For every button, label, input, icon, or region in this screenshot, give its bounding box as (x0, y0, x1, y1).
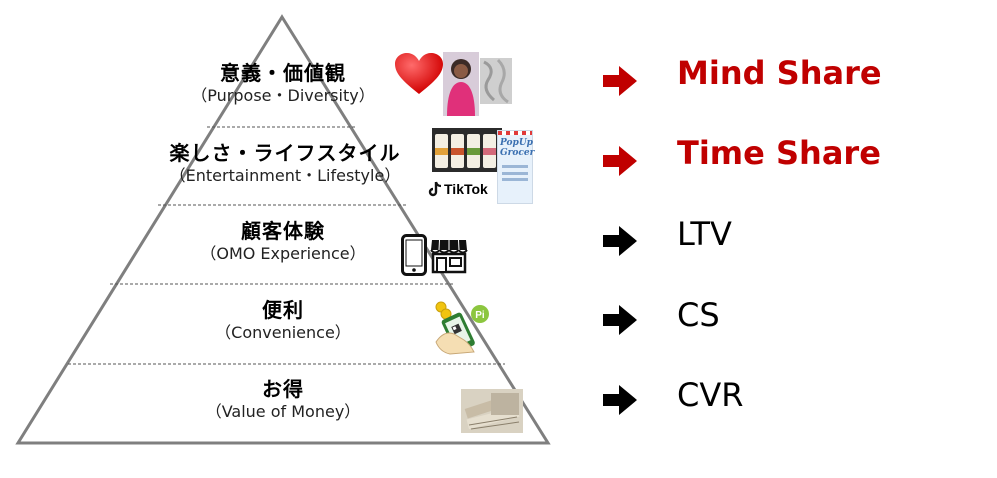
texture-photo-icon (480, 58, 512, 104)
person-photo-icon (443, 52, 479, 116)
arrow-right-icon (603, 146, 637, 176)
result-cvr: CVR (677, 376, 744, 414)
popup-grocer-label: PopUp Grocer (500, 138, 535, 158)
popup-grocer-flyer-icon: PopUp Grocer (497, 130, 535, 204)
result-ltv: LTV (677, 215, 732, 253)
level-label: 意義・価値観 (220, 61, 346, 85)
level-convenience: 便利 （Convenience） (153, 298, 413, 344)
arrow-right-icon (603, 305, 637, 335)
result-mind-share: Mind Share (677, 54, 882, 92)
pi-label: Pi (475, 310, 485, 321)
level-value-of-money: お得 （Value of Money） (153, 377, 413, 423)
smartphone-icon (401, 234, 427, 276)
level-sublabel: （Convenience） (215, 323, 351, 342)
level-sublabel: （Purpose・Diversity） (191, 86, 375, 105)
arrow-right-icon (603, 385, 637, 415)
storefront-icon (430, 239, 468, 274)
money-bills-photo-icon (461, 389, 523, 433)
mobile-payment-icon: Pi (435, 301, 489, 355)
level-label: 顧客体験 (241, 219, 325, 243)
result-cs: CS (677, 296, 720, 334)
level-label: お得 (262, 377, 304, 401)
level-entertainment: 楽しさ・ライフスタイル （Entertainment・Lifestyle） (140, 141, 430, 187)
level-omo-experience: 顧客体験 （OMO Experience） (153, 219, 413, 265)
tiktok-logo: TikTok (428, 180, 488, 198)
tiktok-note-icon (428, 181, 442, 197)
result-time-share: Time Share (677, 134, 881, 172)
heart-icon (395, 53, 443, 94)
level-purpose: 意義・価値観 （Purpose・Diversity） (153, 61, 413, 107)
arrow-right-icon (603, 226, 637, 256)
tiktok-label: TikTok (444, 181, 488, 197)
level-sublabel: （Value of Money） (205, 402, 361, 421)
level-sublabel: （Entertainment・Lifestyle） (169, 166, 401, 185)
arrow-right-icon (603, 66, 637, 96)
level-sublabel: （OMO Experience） (200, 244, 366, 263)
drink-bottles-photo-icon (432, 128, 502, 172)
level-label: 楽しさ・ライフスタイル (169, 141, 401, 165)
level-label: 便利 (262, 298, 304, 322)
